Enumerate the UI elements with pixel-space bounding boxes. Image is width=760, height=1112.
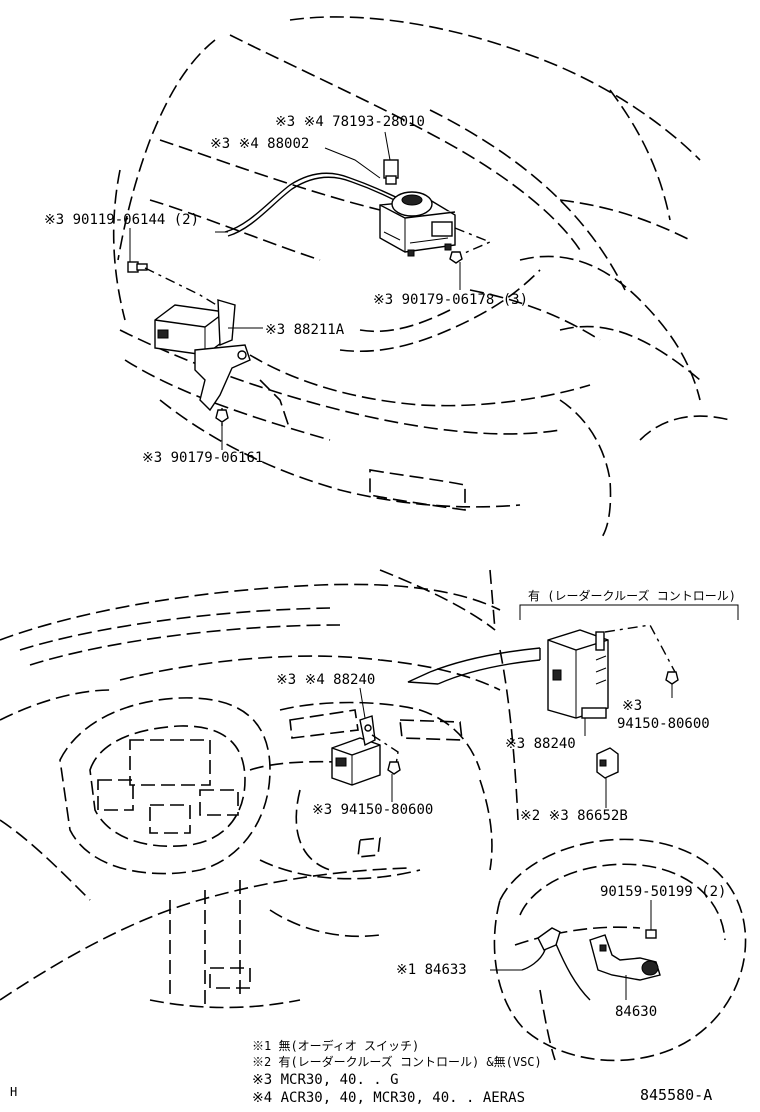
- cruise-ecu-icon: [154, 299, 251, 412]
- label-90119-06144: ※3 90119-06144 (2): [44, 212, 199, 228]
- diagram-number: 845580-A: [640, 1086, 712, 1104]
- label-bracket-header: 有 (レーダークルーズ コントロール): [528, 588, 736, 603]
- part-labels: ※3 ※4 78193-28010 ※3 ※4 88002 ※3 90119-0…: [44, 114, 736, 1020]
- label-94150-80600-b: ※3 94150-80600: [312, 802, 433, 818]
- label-90179-06178: ※3 90179-06178 (3): [373, 292, 528, 308]
- screw-90159-50199: [645, 929, 657, 939]
- note-4: ※4 ACR30, 40, MCR30, 40. . AERAS: [252, 1090, 525, 1106]
- bracket-header: [519, 604, 739, 620]
- bolt-94150-80600-a: [387, 761, 401, 775]
- label-90159-50199: 90159-50199 (2): [600, 884, 726, 900]
- bolt-90119-06144: [127, 261, 148, 273]
- cable-clamp-78193: [383, 159, 399, 185]
- radar-ecu-icon: [547, 629, 609, 719]
- cruise-actuator-icon: [379, 191, 456, 257]
- label-ref-3: ※3: [622, 698, 642, 714]
- dashboard-outline: [0, 569, 519, 1010]
- cruise-ecu-88240-icon: [331, 715, 381, 786]
- label-88211A: ※3 88211A: [265, 322, 345, 338]
- label-86652B: ※2 ※3 86652B: [520, 808, 628, 824]
- label-88002: ※3 ※4 88002: [210, 136, 309, 152]
- nut-90179-06178: [449, 251, 463, 264]
- label-90179-06161: ※3 90179-06161: [142, 450, 263, 466]
- bolt-94150-80600-b: [665, 671, 679, 685]
- label-88240-a: ※3 ※4 88240: [276, 672, 375, 688]
- front-body-outline: [112, 16, 731, 541]
- leader-lines: [129, 131, 673, 971]
- label-88240-b: ※3 88240: [505, 736, 576, 752]
- location-arrow: [407, 647, 541, 685]
- label-84630: 84630: [615, 1004, 657, 1020]
- note-1: ※1 無(オーディオ スイッチ): [252, 1038, 419, 1053]
- steering-wheel-outline: [493, 838, 747, 1062]
- corner-mark: H: [10, 1085, 17, 1099]
- steering-switch-icon: [521, 927, 661, 1001]
- label-78193-28010: ※3 ※4 78193-28010: [275, 114, 425, 130]
- cruise-control-cable: [215, 172, 403, 237]
- footnotes: ※1 無(オーディオ スイッチ) ※2 有(レーダークルーズ コントロール) &…: [252, 1038, 542, 1106]
- nut-90179-06161: [215, 409, 229, 423]
- note-3: ※3 MCR30, 40. . G: [252, 1072, 399, 1088]
- label-84633: ※1 84633: [396, 962, 467, 978]
- label-94150-80600-a: 94150-80600: [617, 716, 710, 732]
- switch-86652B-icon: [596, 747, 619, 779]
- note-2: ※2 有(レーダークルーズ コントロール) &無(VSC): [252, 1054, 542, 1069]
